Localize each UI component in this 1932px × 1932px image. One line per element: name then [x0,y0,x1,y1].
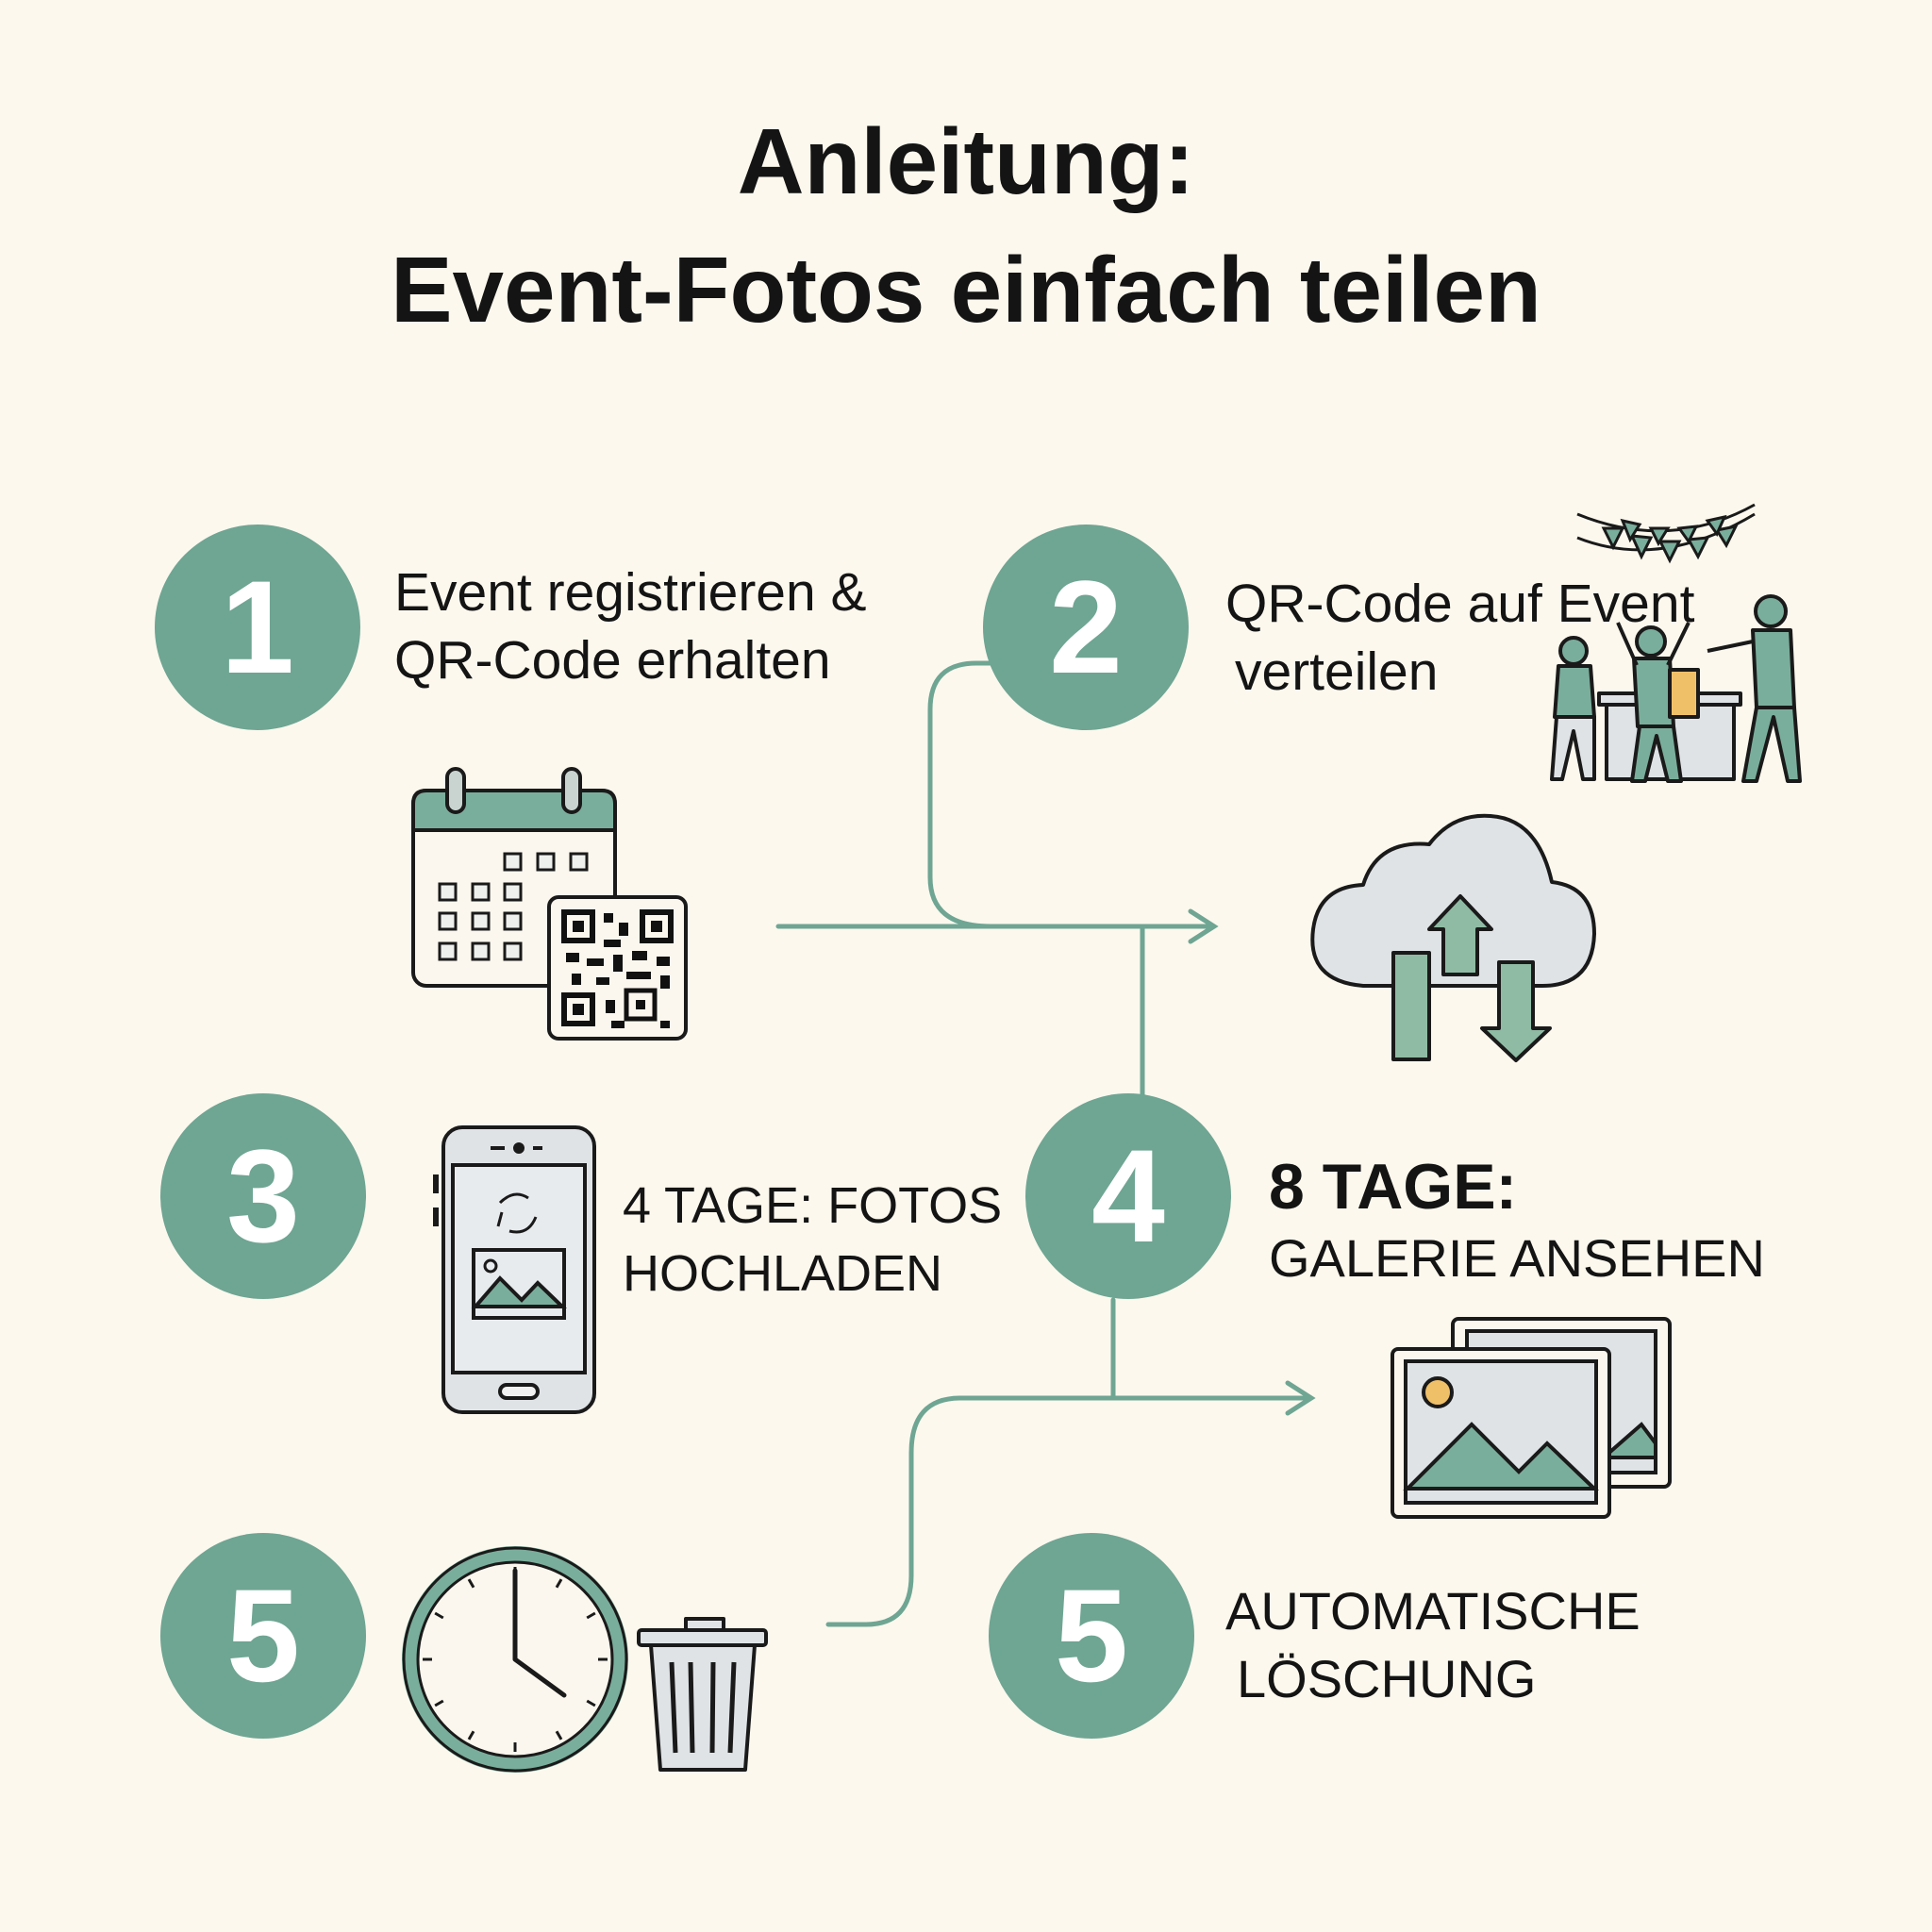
clock-tick [586,1611,596,1620]
qr-code-icon [547,895,688,1041]
step-2-label: QR-Code auf Event verteilen [1225,570,1694,706]
step-4-line2: GALERIE ANSEHEN [1269,1228,1765,1288]
clock-tick [467,1730,475,1740]
step-5-badge: 5 [160,1533,366,1739]
clock-tick [434,1699,444,1707]
step-3-line2: HOCHLADEN [623,1245,943,1302]
step-4-line1: 8 TAGE: [1269,1151,1518,1223]
page-title-line1: Anleitung: [737,109,1195,213]
step-2-line1: QR-Code auf Event [1225,574,1695,634]
step-1-badge: 1 [155,525,360,730]
photo-gallery-icon [1391,1317,1672,1519]
bunting-icon [1576,503,1756,564]
clock-tick [555,1730,563,1740]
step-3-label: 4 TAGE: FOTOS HOCHLADEN [623,1172,1002,1307]
step-5-label: AUTOMATISCHE LÖSCHUNG [1225,1577,1641,1713]
step-1-line1: Event registrieren & [394,562,867,623]
flow-connectors [775,660,1316,1627]
step-1-line2: QR-Code erhalten [394,630,831,691]
clock-tick [586,1699,596,1707]
trash-icon [637,1617,768,1772]
step-2-badge: 2 [983,525,1189,730]
clock-tick [434,1611,444,1620]
connector-step5 [825,1395,963,1627]
clock-tick [467,1578,475,1589]
cloud-upload-icon [1310,813,1596,1062]
step-5b-badge: 5 [989,1533,1194,1739]
page-title-line2: Event-Fotos einfach teilen [391,238,1541,341]
step-1-label: Event registrieren & QR-Code erhalten [394,558,867,694]
connector-arrow-1 [775,908,1219,944]
connector-step2 [927,660,993,929]
step-3-line1: 4 TAGE: FOTOS [623,1177,1003,1234]
step-3-badge: 3 [160,1093,366,1299]
step-2-line2: verteilen [1235,641,1439,702]
step-5-line1: AUTOMATISCHE [1225,1581,1641,1641]
step-5-line2: LÖSCHUNG [1237,1649,1537,1708]
clock-icon [402,1546,628,1773]
connector-arrow-2 [958,1380,1316,1416]
step-4-badge: 4 [1025,1093,1231,1299]
party-people-icon [1550,594,1802,783]
smartphone-upload-icon [433,1125,596,1414]
clock-tick [555,1578,563,1589]
step-4-label: 8 TAGE: GALERIE ANSEHEN [1269,1149,1765,1292]
